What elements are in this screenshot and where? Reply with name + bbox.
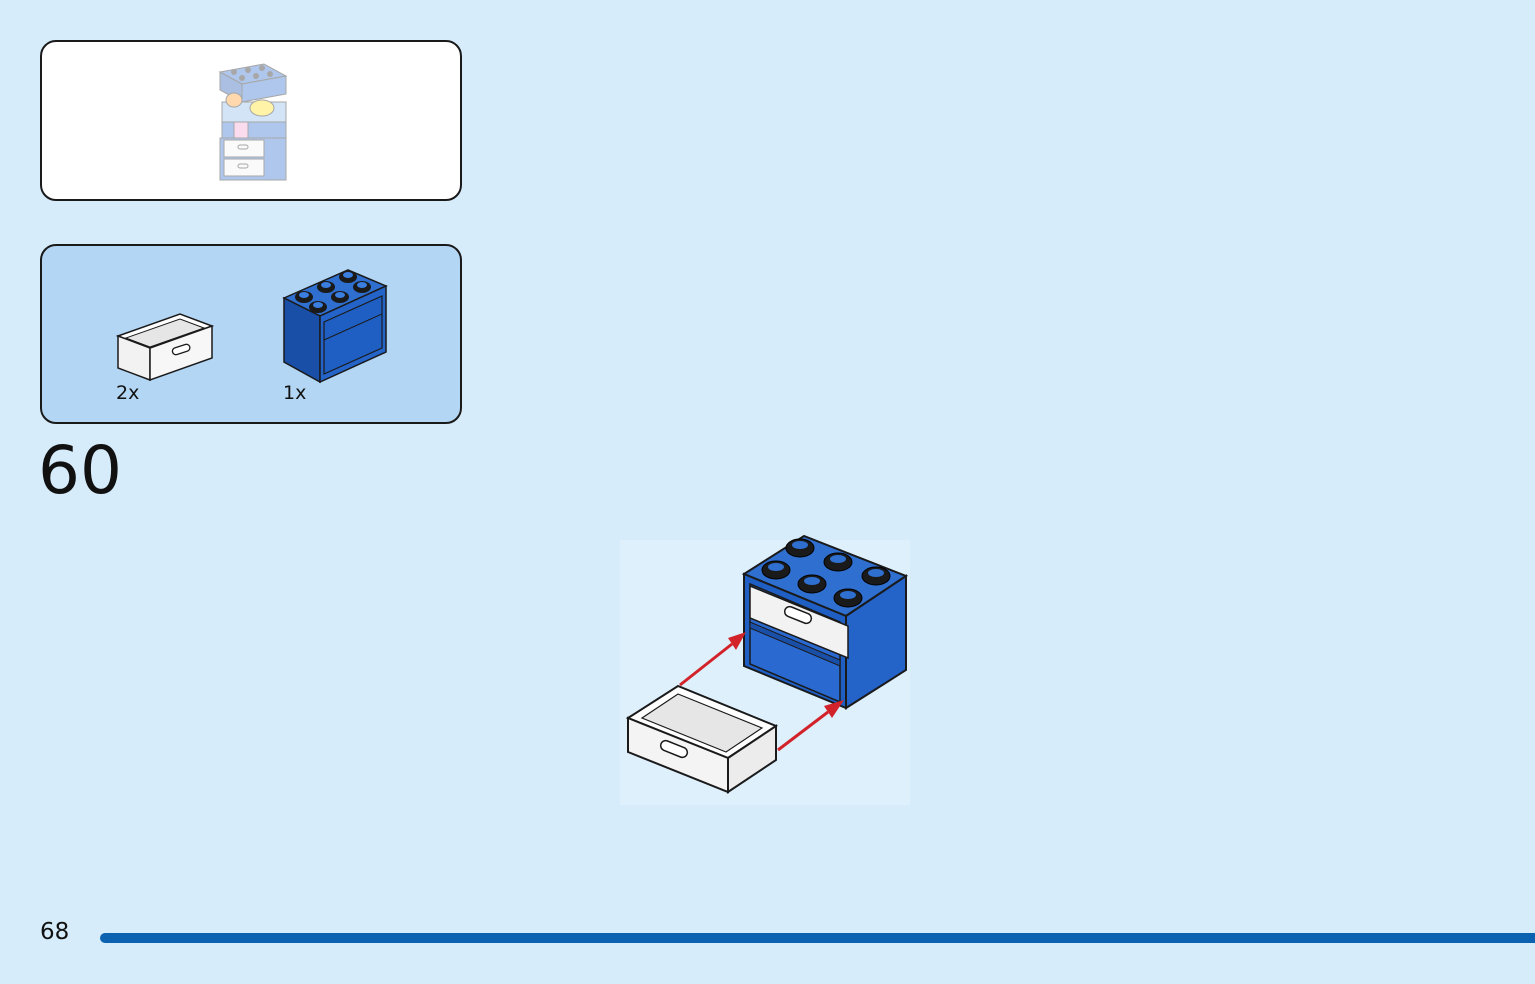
part-quantity-drawer: 2x — [116, 382, 140, 404]
assembled-model-faded-icon — [218, 63, 288, 181]
white-drawer-icon — [115, 313, 215, 382]
loose-drawer-side — [727, 724, 777, 794]
page-footer-rule — [100, 933, 1535, 943]
part-quantity-cupboard: 1x — [283, 382, 307, 404]
parts-list-panel: 2x 1x — [40, 244, 462, 424]
inserted-drawer — [749, 584, 849, 660]
drawer-insertion-illustration — [620, 534, 910, 805]
assembled-preview-panel — [40, 40, 462, 201]
page-number: 68 — [40, 919, 70, 945]
insertion-arrow-upper — [679, 632, 746, 687]
blue-cupboard-icon — [282, 269, 388, 384]
step-number: 60 — [38, 432, 122, 509]
insertion-arrow-lower — [777, 700, 844, 752]
